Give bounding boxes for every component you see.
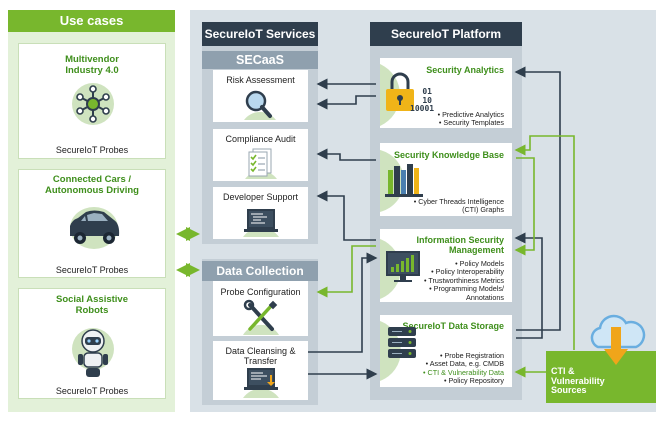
list-item: • CTI & Vulnerability Data [423,367,504,377]
compliance-audit-card[interactable]: Compliance Audit [213,129,308,181]
tools-icon [243,299,279,335]
data-cleansing-card[interactable]: Data Cleansing & Transfer [213,341,308,400]
knowledge-base-card[interactable]: Security Knowledge Base • Cyber Threads … [380,143,512,216]
knowledge-base-list: • Cyber Threads Intelligence (CTI) Graph… [413,197,504,215]
list-item: • Cyber Threads Intelligence [413,197,504,206]
data-storage-list: • Probe Registration • Asset Data, e.g. … [423,351,504,386]
developer-support-label: Developer Support [222,192,299,202]
list-item: • Security Templates [438,118,504,128]
secaas-header: SECaaS [202,51,318,69]
knowledge-base-title: Security Knowledge Base [393,150,504,160]
list-item: • Programming Models/ [429,284,504,294]
cti-sources-box[interactable] [546,351,656,403]
security-analytics-card[interactable]: Security Analytics 01 10 10001 • Predict… [380,58,512,128]
info-security-mgmt-card[interactable]: Information Security Management • Policy… [380,229,512,302]
monitor-chart-icon [380,239,420,299]
checklist-icon [245,148,277,179]
laptop-transfer-icon [243,368,279,398]
use-case-title-line1: Connected Cars / [52,174,132,185]
code-editor-icon [243,209,279,237]
use-cases-header: Use cases [8,10,175,32]
use-case-probe-label: SecureIoT Probes [55,145,129,155]
use-case-card-cars[interactable]: Connected Cars / Autonomous Driving Secu… [18,169,166,278]
list-item: (CTI) Graphs [462,205,504,215]
list-item: • Predictive Analytics [437,110,504,119]
list-item: • Trustworthiness Metrics [424,275,504,285]
list-item: • Asset Data, e.g. CMDB [425,359,504,369]
security-analytics-title: Security Analytics [426,65,504,75]
cti-label-line3: Sources [551,385,587,395]
probe-configuration-label: Probe Configuration [220,287,301,297]
network-hub-icon [72,83,114,125]
list-item: • Probe Registration [439,351,504,360]
data-cleansing-label-line2: Transfer [243,356,278,366]
risk-assessment-label: Risk Assessment [226,75,295,85]
data-storage-title: SecureIoT Data Storage [402,321,504,331]
lock-binary-icon [380,64,414,126]
use-case-title-line2: Autonomous Driving [45,185,139,196]
platform-header: SecureIoT Platform [370,22,522,46]
binary-digits: 01 10 10001 [410,87,435,114]
use-case-probe-label: SecureIoT Probes [55,386,129,396]
use-case-title-line1: Multivendor [65,54,119,65]
robot-icon [72,328,114,377]
data-collection-header: Data Collection [202,261,318,281]
cti-label-line2: Vulnerability [551,375,605,386]
data-storage-card[interactable]: SecureIoT Data Storage • Probe Registrat… [380,315,512,387]
car-icon [70,207,120,249]
list-item: • Policy Repository [443,376,504,386]
use-case-title-line2: Robots [75,305,109,316]
usecase-service-arrows [176,227,200,277]
use-case-card-robots[interactable]: Social Assistive Robots SecureIoT Probes [18,288,166,399]
use-case-probe-label: SecureIoT Probes [55,265,129,275]
bookshelf-icon [380,150,423,212]
probe-configuration-card[interactable]: Probe Configuration [213,281,308,336]
cti-label-line1: CTI & [551,366,575,376]
info-security-title-line1: Information Security [416,235,504,245]
binary-line-3: 10001 [410,104,435,113]
use-case-card-industry[interactable]: Multivendor Industry 4.0 SecureIoT Probe… [18,43,166,159]
compliance-audit-label: Compliance Audit [225,134,296,144]
use-case-title-line1: Social Assistive [56,294,128,305]
database-icon [380,321,416,381]
magnifier-icon [244,90,276,120]
security-analytics-list: • Predictive Analytics • Security Templa… [437,110,504,128]
list-item: • Policy Models [455,259,504,268]
risk-assessment-card[interactable]: Risk Assessment [213,70,308,122]
use-case-title-line2: Industry 4.0 [65,65,119,76]
services-header: SecureIoT Services [202,22,318,46]
binary-line-1: 01 [422,87,432,96]
data-cleansing-label-line1: Data Cleansing & [225,346,296,356]
list-item: • Policy Interoperability [431,267,504,277]
developer-support-card[interactable]: Developer Support [213,187,308,239]
cloud-download-icon [590,314,646,365]
list-item: Annotations [466,292,504,302]
cti-label: CTI & Vulnerability Sources [551,366,626,396]
info-security-title-line2: Management [448,245,504,255]
binary-line-2: 10 [422,95,432,105]
info-security-list: • Policy Models • Policy Interoperabilit… [424,259,504,302]
